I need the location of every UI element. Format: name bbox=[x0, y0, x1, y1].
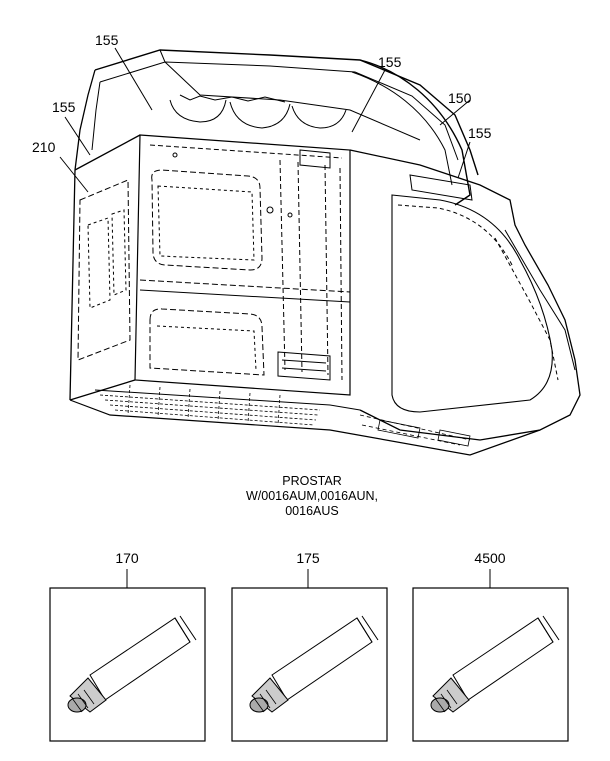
leader-lines bbox=[59, 47, 471, 193]
kit-panels: 170 175 4500 bbox=[49, 550, 569, 742]
diagram-caption: PROSTAR W/0016AUM,0016AUN, 0016AUS bbox=[0, 474, 610, 519]
kit-175-label: 175 bbox=[296, 550, 320, 566]
floor-pattern bbox=[99, 384, 471, 447]
callout-150: 150 bbox=[448, 90, 472, 106]
caption-codes-line1: W/0016AUM,0016AUN, bbox=[245, 489, 378, 503]
kit-175: 175 bbox=[231, 550, 388, 742]
tube-icon bbox=[67, 615, 197, 713]
callout-155-top-right: 155 bbox=[378, 54, 402, 70]
cab-assembly-drawing bbox=[69, 49, 581, 456]
callout-155-top-left: 155 bbox=[95, 32, 119, 48]
tube-icon bbox=[430, 615, 560, 713]
callout-210: 210 bbox=[32, 139, 56, 155]
kit-170-box bbox=[49, 587, 206, 742]
kit-170-label: 170 bbox=[115, 550, 139, 566]
callout-155-right: 155 bbox=[468, 125, 492, 141]
callout-155-left: 155 bbox=[52, 99, 76, 115]
tube-icon bbox=[249, 615, 379, 713]
kit-4500-label: 4500 bbox=[474, 550, 505, 566]
caption-model: PROSTAR bbox=[282, 474, 342, 488]
kit-170: 170 bbox=[49, 550, 206, 742]
kit-175-box bbox=[231, 587, 388, 742]
kit-4500-box bbox=[412, 587, 569, 742]
kit-4500: 4500 bbox=[412, 550, 569, 742]
caption-codes-line2: 0016AUS bbox=[285, 504, 339, 518]
